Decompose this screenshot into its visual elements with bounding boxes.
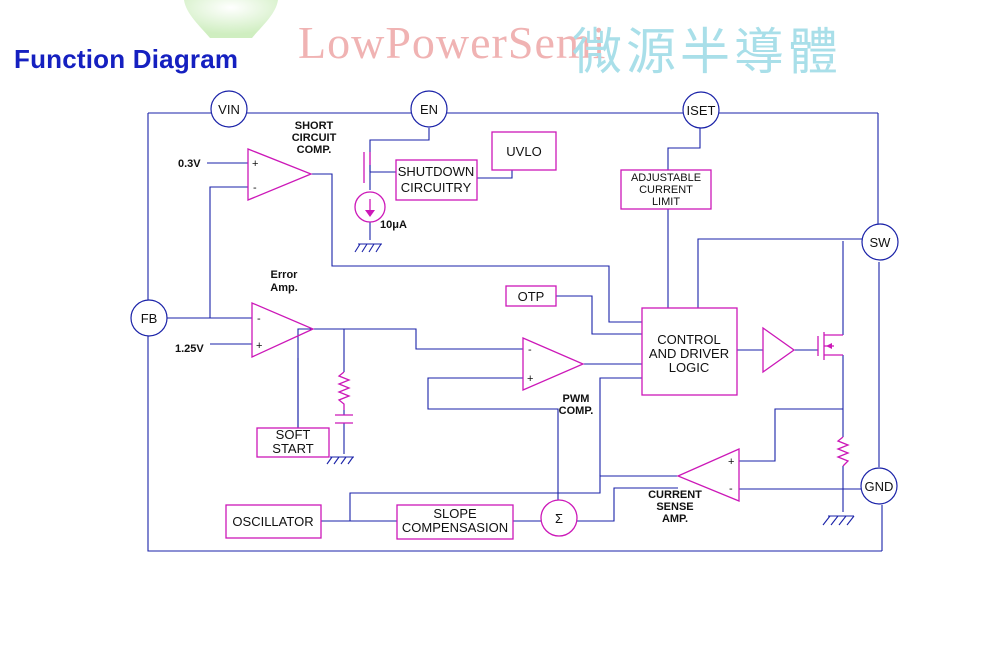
soft-start-rc-icon <box>335 371 353 424</box>
brand-watermark-chinese: 微源半導體 <box>572 23 842 81</box>
current-sense-label-line2: SENSE <box>656 501 693 513</box>
pin-en <box>410 90 448 128</box>
pin-iset <box>682 91 720 129</box>
ground-symbol <box>354 222 382 253</box>
pin-iset-label: ISET <box>687 103 716 118</box>
reference-1-25v-label: 1.25V <box>175 343 204 355</box>
sense-resistor-icon <box>836 436 850 467</box>
reference-0-3v-label: 0.3V <box>178 158 201 170</box>
control-label-line3: LOGIC <box>669 360 709 375</box>
shutdown-label-line2: CIRCUITRY <box>401 180 472 195</box>
shutdown-label-line1: SHUTDOWN <box>398 164 475 179</box>
error-amplifier: - + <box>251 302 315 359</box>
page-title: Function Diagram <box>14 44 239 74</box>
pin-vin <box>210 90 248 128</box>
short-circuit-comparator: + - <box>247 148 313 201</box>
soft-start-label-line2: START <box>272 441 313 456</box>
current-sense-label-line3: AMP. <box>662 513 688 525</box>
control-label-line1: CONTROL <box>657 332 721 347</box>
uvlo-block <box>491 131 557 171</box>
current-sense-amplifier: + - <box>676 448 740 502</box>
error-amp-label-line1: Error <box>271 269 299 281</box>
pin-gnd-label: GND <box>865 479 894 494</box>
ground-symbol <box>822 515 855 526</box>
oscillator-label: OSCILLATOR <box>232 514 313 529</box>
otp-label: OTP <box>518 289 545 304</box>
control-driver-logic-block <box>641 307 738 396</box>
driver-buffer <box>762 326 796 374</box>
adjustable-label-line2: CURRENT <box>639 184 693 196</box>
oscillator-block <box>225 504 322 539</box>
control-label-line2: AND DRIVER <box>649 346 729 361</box>
mosfet-switch-icon <box>817 332 843 360</box>
current-sense-label-line1: CURRENT <box>648 489 702 501</box>
pwm-comp-label-line2: COMP. <box>559 405 594 417</box>
minus-sign: - <box>528 344 532 356</box>
slope-label-line2: COMPENSASION <box>402 520 508 535</box>
minus-sign: - <box>253 182 257 194</box>
plus-sign: + <box>728 456 734 468</box>
pwm-comp-label-line1: PWM <box>563 393 590 405</box>
short-circuit-label-line1: SHORT <box>295 120 334 132</box>
enable-switch <box>363 152 371 183</box>
minus-sign: - <box>729 483 733 495</box>
short-circuit-label-line3: COMP. <box>297 144 332 156</box>
short-circuit-label-line2: CIRCUIT <box>292 132 337 144</box>
otp-block <box>505 285 557 307</box>
minus-sign: - <box>257 313 261 325</box>
current-source-icon <box>354 191 386 223</box>
sigma-label: Σ <box>555 511 563 526</box>
soft-start-block <box>256 427 330 458</box>
error-amp-label-line2: Amp. <box>270 282 298 294</box>
pin-sw-label: SW <box>870 235 892 250</box>
current-source-label: 10μA <box>380 219 407 231</box>
soft-start-label-line1: SOFT <box>276 427 311 442</box>
plus-sign: + <box>252 158 258 170</box>
brand-watermark: LowPowerSemi <box>298 17 607 68</box>
pin-fb-label: FB <box>141 311 158 326</box>
signal-wires <box>167 128 862 522</box>
shutdown-block <box>395 159 478 201</box>
pin-fb <box>130 299 168 337</box>
plus-sign: + <box>256 340 262 352</box>
pin-gnd <box>860 467 898 505</box>
ground-symbol <box>326 456 354 465</box>
chip-boundary <box>147 112 883 552</box>
lightbulb-logo-icon <box>184 0 278 38</box>
adjustable-label-line3: LIMIT <box>652 196 680 208</box>
summing-node <box>540 499 578 537</box>
adjustable-current-limit-block <box>620 169 712 210</box>
adjustable-label-line1: ADJUSTABLE <box>631 172 701 184</box>
pin-sw <box>861 223 899 261</box>
slope-compensation-block <box>396 504 514 540</box>
slope-label-line1: SLOPE <box>433 506 477 521</box>
pin-vin-label: VIN <box>218 102 240 117</box>
pwm-comparator: - + <box>522 337 585 391</box>
pin-en-label: EN <box>420 102 438 117</box>
plus-sign: + <box>527 373 533 385</box>
uvlo-label: UVLO <box>506 144 541 159</box>
